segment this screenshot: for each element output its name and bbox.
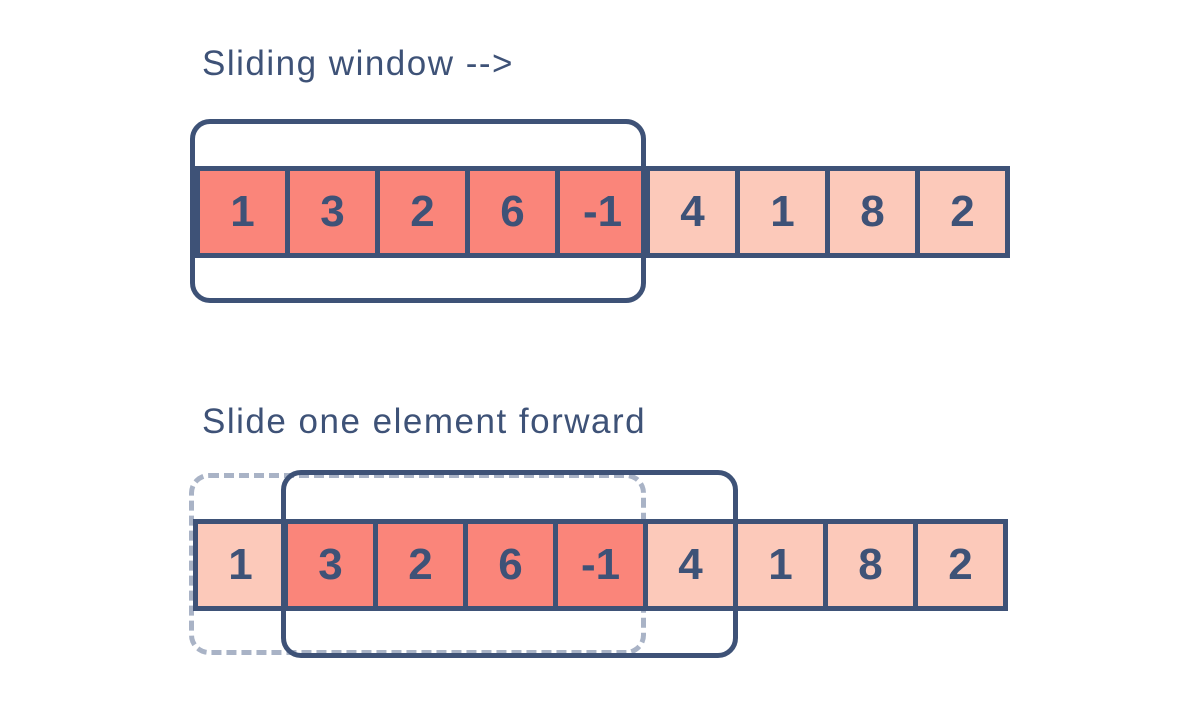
- array-cell: 2: [915, 166, 1010, 258]
- cell-value: 6: [498, 540, 523, 589]
- cell-value: 4: [678, 540, 703, 589]
- cell-value: 6: [500, 187, 525, 236]
- array-cell: -1: [555, 166, 650, 258]
- array-cell: 1: [733, 519, 828, 611]
- cell-value: 2: [410, 187, 435, 236]
- cell-value: 2: [950, 187, 975, 236]
- top-array: 1 3 2 6 -1 4 1 8 2: [195, 166, 1010, 258]
- array-cell: 1: [735, 166, 830, 258]
- array-cell: 2: [913, 519, 1008, 611]
- array-cell: 4: [645, 166, 740, 258]
- cell-value: 4: [680, 187, 705, 236]
- array-cell: 8: [825, 166, 920, 258]
- array-cell: 1: [195, 166, 290, 258]
- cell-value: 3: [320, 187, 345, 236]
- array-cell: 6: [465, 166, 560, 258]
- cell-value: 2: [948, 540, 973, 589]
- array-cell: 3: [285, 166, 380, 258]
- bottom-diagram-title: Slide one element forward: [202, 402, 647, 441]
- top-diagram-title: Sliding window -->: [202, 44, 514, 83]
- cell-value: -1: [582, 187, 623, 236]
- cell-value: 1: [228, 540, 253, 589]
- cell-value: 3: [318, 540, 343, 589]
- cell-value: 1: [230, 187, 255, 236]
- array-cell: 1: [193, 519, 288, 611]
- cell-value: 1: [768, 540, 793, 589]
- current-window-outline: [281, 470, 738, 658]
- array-cell: 4: [643, 519, 738, 611]
- bottom-array: 1 3 2 6 -1 4 1 8 2: [193, 519, 1008, 611]
- cell-value: 1: [770, 187, 795, 236]
- array-cell: 8: [823, 519, 918, 611]
- cell-value: 8: [860, 187, 885, 236]
- cell-value: -1: [580, 540, 621, 589]
- cell-value: 2: [408, 540, 433, 589]
- cell-value: 8: [858, 540, 883, 589]
- sliding-window-outline: [190, 119, 646, 303]
- array-cell: 2: [373, 519, 468, 611]
